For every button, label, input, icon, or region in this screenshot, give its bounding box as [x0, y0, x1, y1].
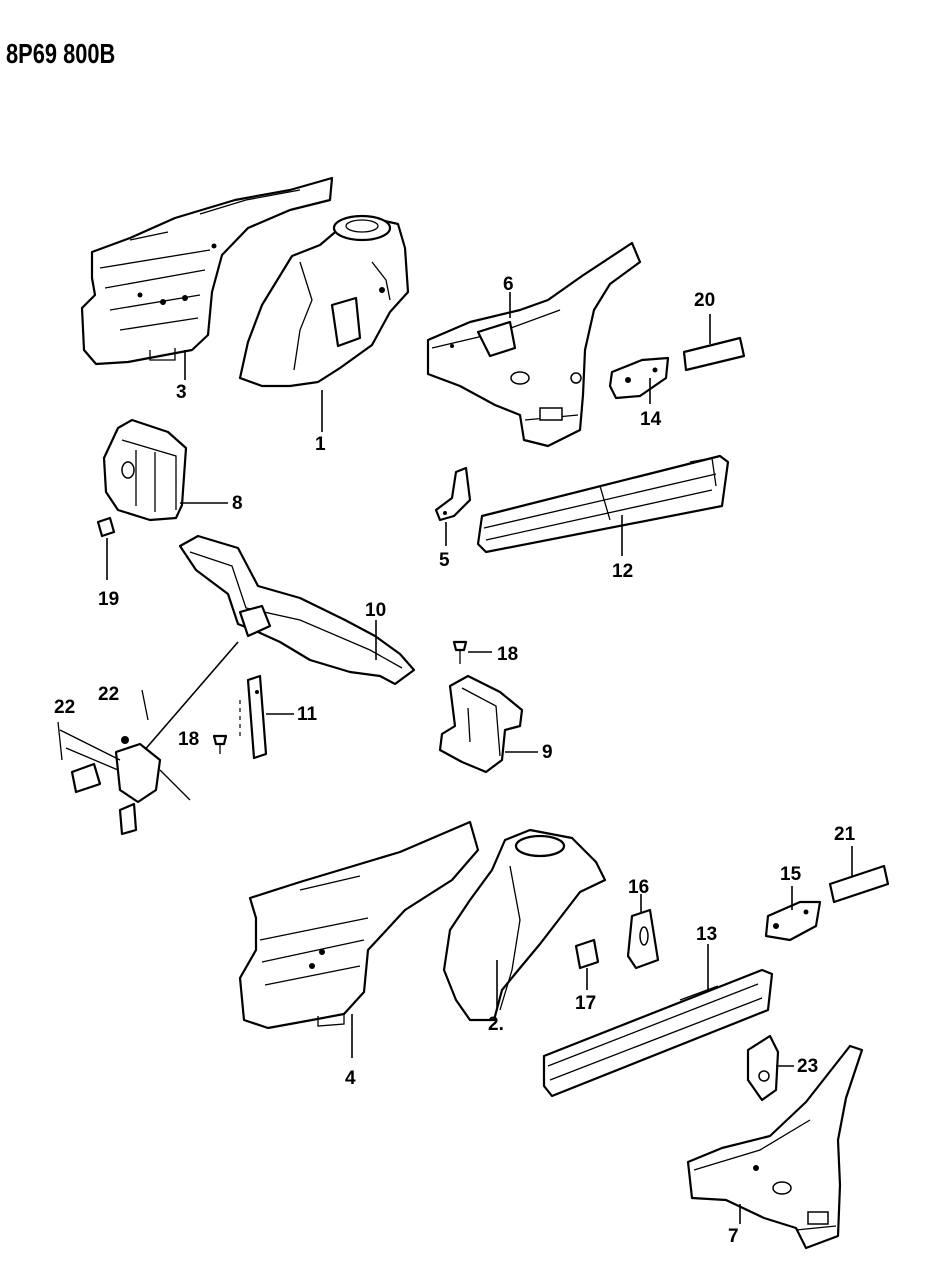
callout-6: 6 — [503, 274, 514, 295]
part-15-bracket — [764, 900, 822, 942]
part-16-insulator — [626, 908, 660, 970]
part-2-wheelhouse — [442, 828, 607, 1022]
callout-18-upper: 18 — [497, 644, 518, 665]
callout-13: 13 — [696, 924, 717, 945]
part-14-bracket — [608, 356, 670, 400]
callout-8: 8 — [232, 493, 243, 514]
part-9-support — [438, 674, 524, 774]
callout-20: 20 — [694, 290, 715, 311]
part-6-apron-panel — [426, 241, 642, 448]
callout-15: 15 — [780, 864, 802, 885]
part-18-bolt-upper — [452, 640, 468, 664]
part-23-bracket — [746, 1034, 780, 1102]
part-7-apron-panel — [686, 1044, 864, 1250]
callout-14: 14 — [640, 409, 662, 430]
callout-11: 11 — [297, 704, 318, 725]
callout-23: 23 — [797, 1056, 818, 1077]
part-20-strip — [682, 336, 746, 372]
part-4-shield-panel — [238, 820, 480, 1030]
part-21-strip — [828, 864, 890, 904]
part-13-frame-rail — [542, 968, 774, 1098]
callout-10: 10 — [365, 600, 386, 621]
document-id: 8P69 800B — [6, 38, 116, 69]
callout-18-lower: 18 — [178, 729, 199, 750]
callout-7: 7 — [728, 1226, 739, 1247]
callout-4: 4 — [345, 1068, 356, 1089]
callout-9: 9 — [542, 742, 553, 763]
part-12-frame-rail — [476, 454, 730, 554]
callout-22-left: 22 — [54, 697, 75, 718]
callout-12: 12 — [612, 561, 633, 582]
callout-19: 19 — [98, 589, 119, 610]
callout-21: 21 — [834, 824, 856, 845]
part-22-latch-assembly — [57, 641, 239, 836]
part-1-wheelhouse — [238, 214, 410, 388]
callout-2: 2. — [488, 1014, 504, 1035]
callout-3: 3 — [176, 382, 187, 403]
part-10-crossmember — [178, 534, 416, 686]
part-8-box-bracket — [102, 418, 188, 522]
callout-17: 17 — [575, 993, 596, 1014]
part-18-bolt-lower — [212, 734, 228, 754]
callout-16: 16 — [628, 877, 649, 898]
part-3-shield-panel — [80, 176, 334, 366]
callout-22-right: 22 — [98, 684, 119, 705]
callout-5: 5 — [439, 550, 450, 571]
part-19-clip — [96, 516, 116, 538]
callout-1: 1 — [315, 434, 326, 455]
part-5-bracket — [434, 466, 472, 522]
part-11-vertical-bracket — [239, 674, 268, 760]
part-17-bracket — [574, 938, 600, 970]
